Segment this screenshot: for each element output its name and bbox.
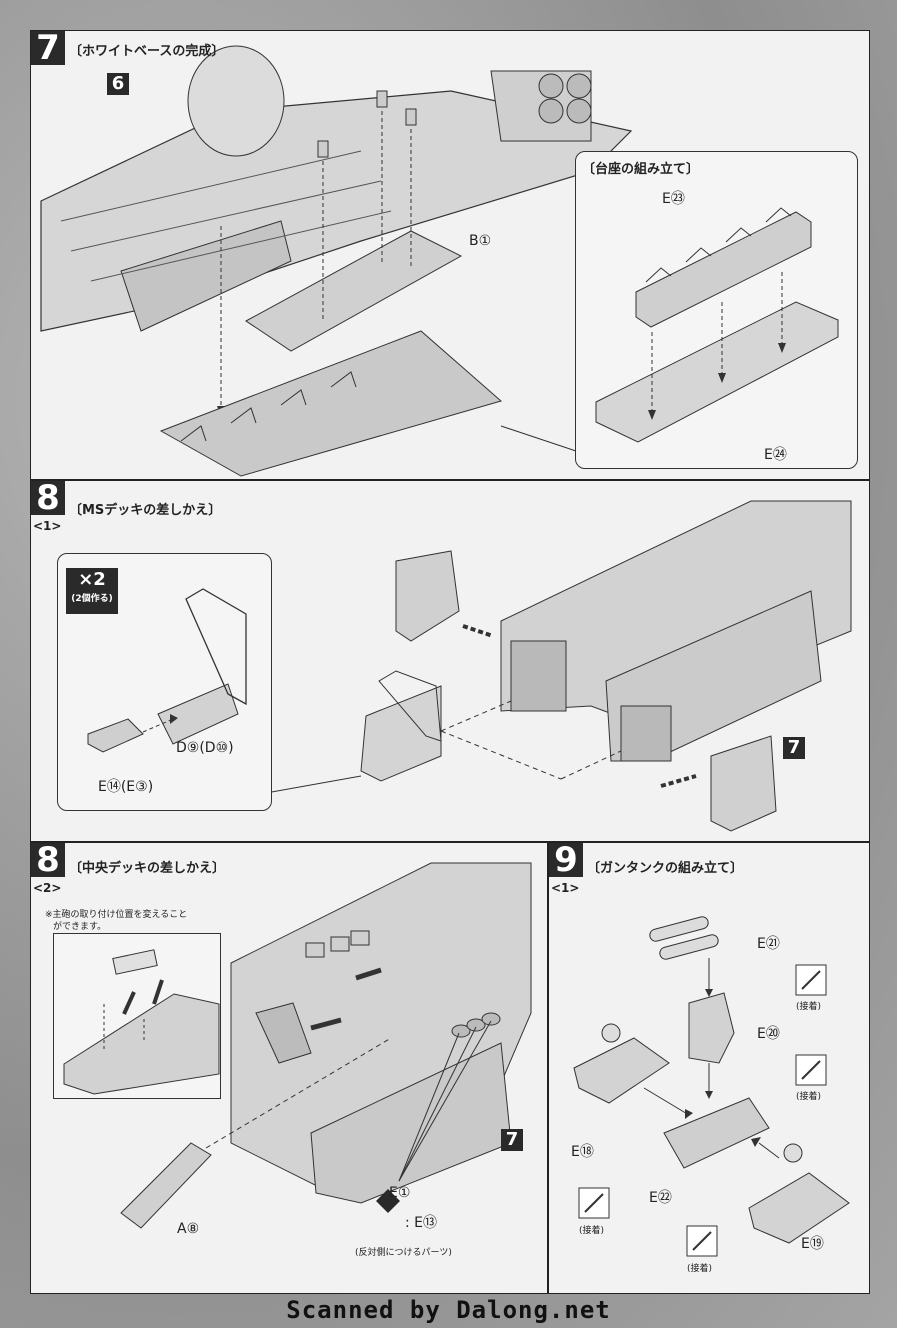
step8-1-panel: 8 <1> 〔MSデッキの差しかえ〕 7 ×2 (2個作る) D⑨(D⑩) E⑭…: [30, 480, 870, 842]
part-e13: : E⑬: [405, 1215, 438, 1231]
deck-drawing: [87, 588, 247, 753]
reverse-side-note: (反対側につけるパーツ): [355, 1248, 452, 1258]
step9-1-sub: <1>: [551, 881, 580, 895]
glue-label-1: (接着): [796, 1002, 822, 1012]
step9-1-drawing: [573, 916, 850, 1257]
turret-note-line1: ※主砲の取り付け位置を変えること: [45, 910, 188, 920]
step8-1-drawing: [265, 500, 852, 832]
scan-credit: Scanned by Dalong.net: [286, 1296, 611, 1324]
stand-drawing: [595, 207, 839, 443]
part-e19: E⑲: [801, 1236, 824, 1252]
step7-panel: 7 〔ホワイトベースの完成〕 6 B① 〔台座の組み立て〕 E㉓ E㉔: [30, 30, 870, 480]
step9-1-title: 〔ガンタンクの組み立て〕: [587, 861, 744, 876]
step8-2-drawing: [120, 862, 532, 1229]
step9-1-number: 9: [549, 843, 583, 877]
stand-part-e24: E㉔: [764, 447, 787, 463]
turret-note-line2: ができます。: [53, 922, 107, 932]
step9-1-panel: 9 <1> 〔ガンタンクの組み立て〕 E㉑ E⑳ E⑱ E㉒ E⑲ (接着) (…: [548, 842, 870, 1294]
step8-2-title: 〔中央デッキの差しかえ〕: [69, 861, 226, 876]
step7-ref-tag: 6: [107, 73, 129, 95]
glue-label-3: (接着): [579, 1226, 605, 1236]
x2-multiplier: ×2: [78, 569, 106, 590]
turret-inset: [53, 933, 221, 1099]
part-e20: E⑳: [757, 1026, 780, 1042]
part-e1: E①: [389, 1185, 411, 1201]
glue-label-4: (接着): [687, 1264, 713, 1274]
x2-badge: ×2 (2個作る): [66, 568, 118, 614]
part-e21: E㉑: [757, 936, 780, 952]
step8-2-panel: 8 <2> 〔中央デッキの差しかえ〕 ※主砲の取り付け位置を変えること ができま…: [30, 842, 548, 1294]
step8-1-number: 8: [31, 481, 65, 515]
part-e22: E㉒: [649, 1190, 672, 1206]
step8-1-ref-tag: 7: [783, 737, 805, 759]
deck-part-e14: E⑭(E③): [98, 779, 154, 795]
x2-caption: (2個作る): [71, 594, 113, 604]
step7-part-b1: B①: [469, 233, 492, 249]
step8-1-sub: <1>: [33, 519, 62, 533]
turret-drawing: [63, 949, 220, 1095]
stand-title: 〔台座の組み立て〕: [582, 162, 700, 177]
step8-1-deck-inset: ×2 (2個作る) D⑨(D⑩) E⑭(E③): [57, 553, 272, 811]
glue-label-2: (接着): [796, 1092, 822, 1102]
deck-part-d9: D⑨(D⑩): [176, 740, 234, 756]
step8-2-sub: <2>: [33, 881, 62, 895]
part-e18: E⑱: [571, 1144, 594, 1160]
part-a8: A⑧: [177, 1221, 200, 1237]
stand-part-e23: E㉓: [662, 191, 685, 207]
step8-2-number: 8: [31, 843, 65, 877]
step7-stand-inset: 〔台座の組み立て〕 E㉓ E㉔: [575, 151, 858, 469]
step8-2-ref-tag: 7: [501, 1129, 523, 1151]
step8-1-title: 〔MSデッキの差しかえ〕: [69, 503, 222, 518]
step7-number: 7: [31, 31, 65, 65]
step7-drawing: [40, 45, 633, 477]
step7-title: 〔ホワイトベースの完成〕: [69, 44, 225, 59]
